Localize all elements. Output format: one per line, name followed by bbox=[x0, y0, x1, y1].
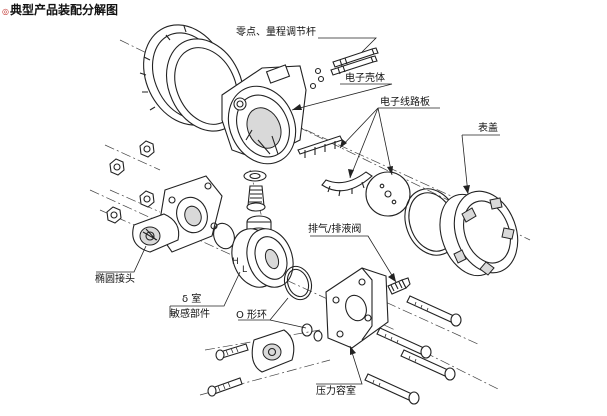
hex-nuts bbox=[106, 140, 155, 224]
label-circuit-board: 电子线路板 bbox=[380, 97, 430, 108]
label-sensing-element: 敏感部件 bbox=[170, 309, 210, 320]
electronics-housing bbox=[221, 64, 325, 165]
capsule-o-ring bbox=[283, 265, 313, 301]
lower-oval-flange bbox=[207, 329, 295, 397]
capsule-high-mark: H bbox=[232, 257, 239, 267]
figure-title-text: 典型产品装配分解图 bbox=[9, 3, 118, 17]
title-bullet-icon: ◎ bbox=[2, 7, 9, 16]
long-bolts bbox=[364, 295, 462, 405]
leader-lines bbox=[96, 37, 500, 385]
meter-cover bbox=[439, 190, 519, 277]
label-vent-drain-valve: 排气/排液阀 bbox=[308, 224, 362, 235]
circuit-boards bbox=[297, 135, 411, 217]
figure-title: ◎典型产品装配分解图 bbox=[2, 1, 118, 18]
capsule-low-mark: L bbox=[242, 265, 247, 275]
label-electronics-housing: 电子壳体 bbox=[345, 73, 385, 84]
label-meter-cover: 表盖 bbox=[478, 123, 498, 134]
sensing-capsule: H L bbox=[231, 228, 294, 288]
label-o-ring: O 形环 bbox=[236, 310, 268, 321]
zero-span-rods bbox=[330, 47, 379, 76]
label-pressure-chamber: 压力容室 bbox=[316, 386, 356, 397]
oval-flange-assembly bbox=[132, 175, 235, 253]
label-delta-chamber: δ 室 bbox=[182, 294, 202, 305]
pressure-chamber bbox=[301, 267, 389, 349]
label-zero-span-rod: 零点、量程调节杆 bbox=[236, 27, 316, 38]
label-oval-flange: 椭圆接头 bbox=[95, 274, 135, 285]
vent-drain-valve bbox=[387, 277, 411, 295]
